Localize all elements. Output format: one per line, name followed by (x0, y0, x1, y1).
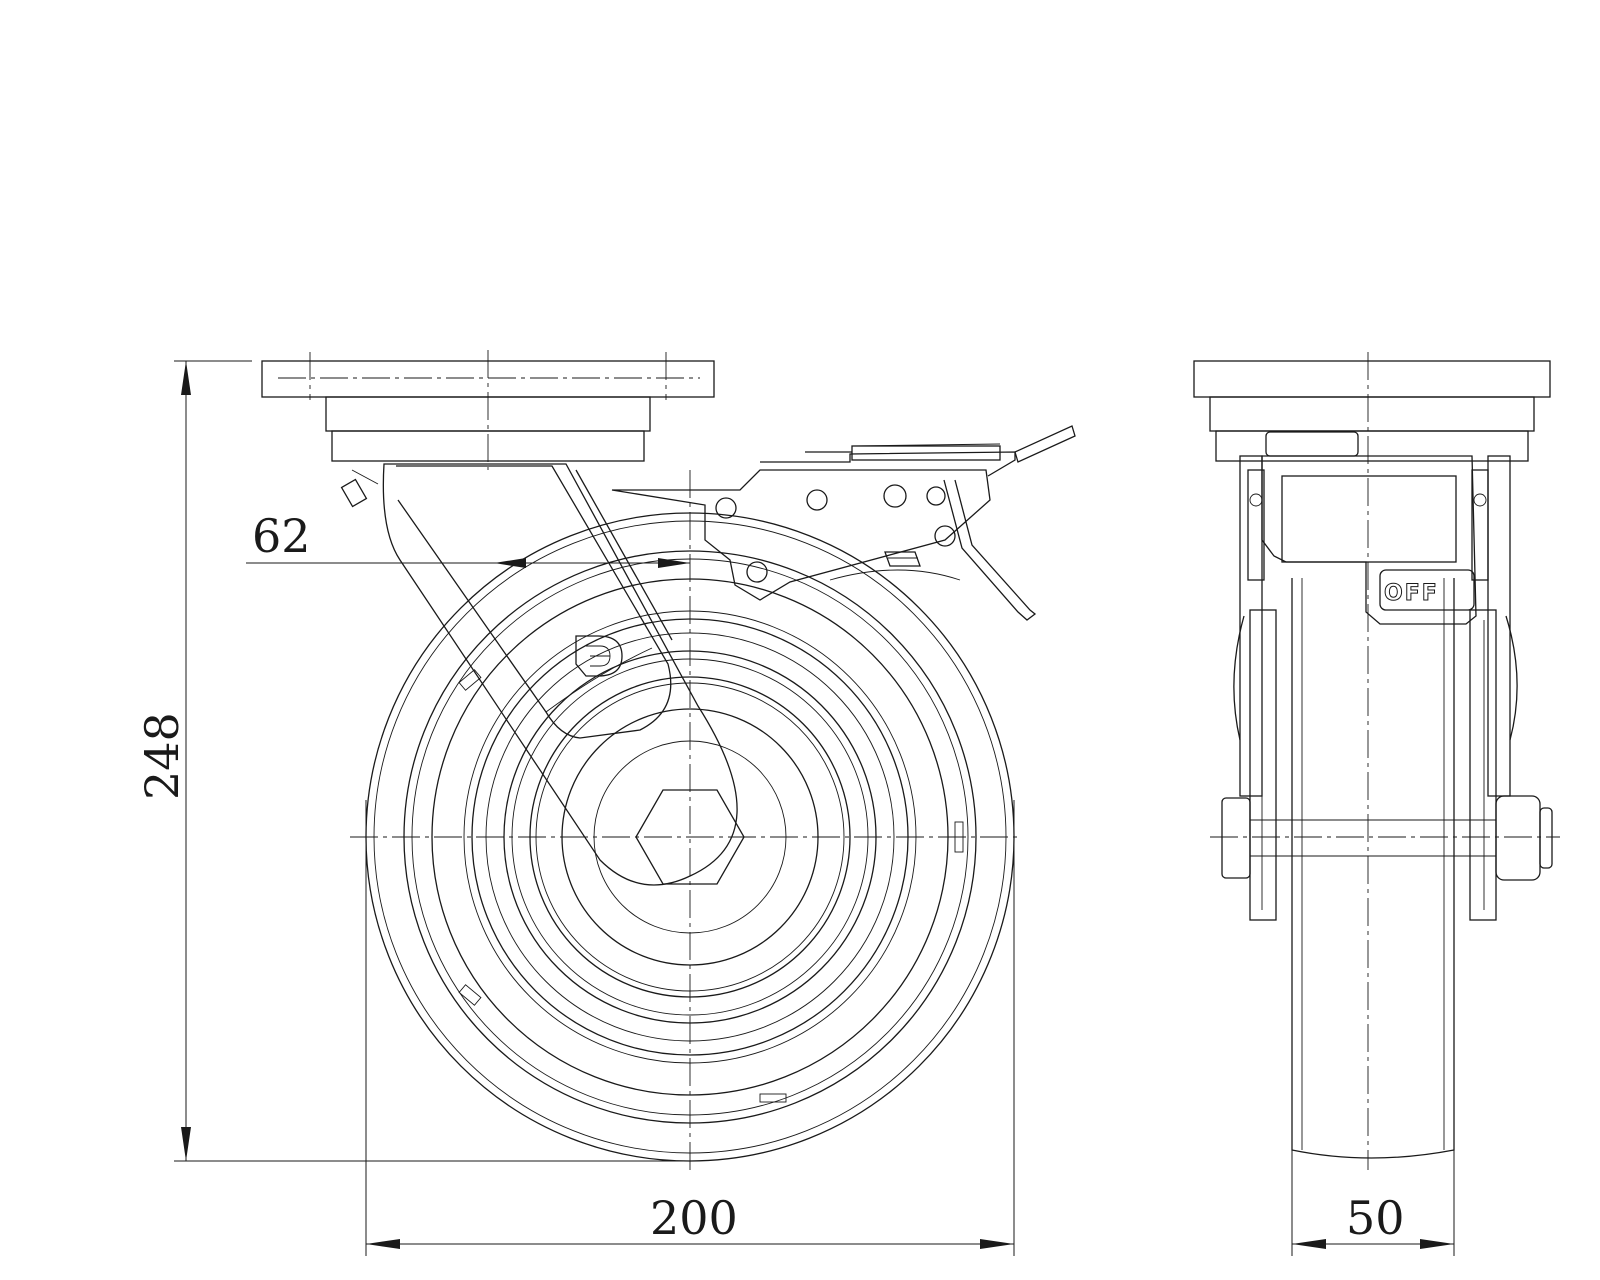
diameter-dimension: 200 (365, 800, 1015, 1256)
grease-nipple (340, 469, 379, 508)
end-wheel (1249, 578, 1497, 1159)
diameter-value: 200 (650, 1191, 738, 1245)
offset-value: 62 (252, 509, 311, 563)
width-value: 50 (1346, 1191, 1405, 1245)
height-value: 248 (135, 712, 189, 800)
end-top-plate (1193, 360, 1551, 462)
end-fork: OFF (1233, 431, 1518, 797)
offset-dimension: 62 (246, 509, 690, 568)
end-view: OFF 50 (1193, 352, 1560, 1256)
top-plate (261, 350, 715, 470)
brake-state-label: OFF (1384, 581, 1439, 606)
brake-assembly (611, 425, 1076, 621)
side-view: 62 248 200 (135, 350, 1076, 1256)
width-dimension: 50 (1291, 1150, 1455, 1256)
height-dimension: 248 (135, 360, 690, 1162)
end-axle (1221, 795, 1553, 881)
